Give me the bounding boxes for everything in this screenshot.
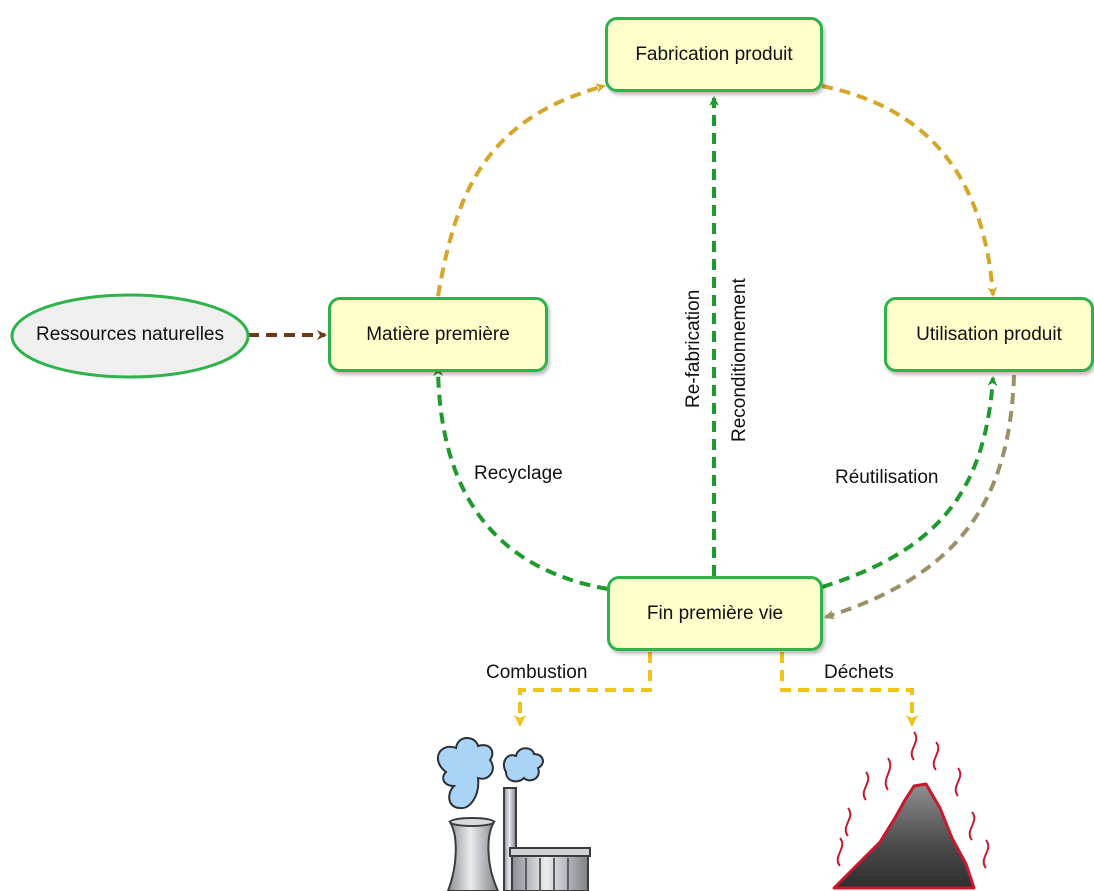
flow-utilisation-to-fin-vie bbox=[824, 374, 1016, 620]
node-fabrication-produit: Fabrication produit bbox=[605, 17, 823, 92]
flow-matiere-to-fabrication bbox=[436, 83, 606, 297]
label-reutilisation: Réutilisation bbox=[835, 467, 939, 488]
flow-dechets bbox=[780, 652, 918, 727]
flow-fabrication-to-utilisation bbox=[821, 84, 998, 297]
label-combustion: Combustion bbox=[486, 662, 588, 683]
label-dechets: Déchets bbox=[824, 662, 894, 683]
node-fin-premiere-vie: Fin première vie bbox=[607, 576, 823, 651]
flow-combustion bbox=[514, 652, 652, 727]
node-matiere-premiere: Matière première bbox=[328, 297, 548, 372]
flow-reutilisation bbox=[821, 376, 998, 589]
label-recyclage: Recyclage bbox=[474, 463, 563, 484]
node-utilisation-produit: Utilisation produit bbox=[884, 297, 1094, 372]
ressources-naturelles-ellipse bbox=[10, 293, 250, 379]
node-fin-vie-label: Fin première vie bbox=[646, 602, 784, 624]
node-fabrication-label: Fabrication produit bbox=[635, 43, 793, 65]
node-utilisation-label: Utilisation produit bbox=[916, 323, 1062, 345]
waste-pile-icon bbox=[832, 731, 990, 890]
label-reconditionnement: Reconditionnement bbox=[729, 278, 750, 442]
flow-recyclage bbox=[433, 366, 609, 591]
node-matiere-label: Matière première bbox=[366, 323, 510, 345]
node-ressources-naturelles: Ressources naturelles bbox=[36, 324, 224, 345]
label-refabrication: Re-fabrication bbox=[683, 289, 704, 408]
power-plant-icon bbox=[436, 737, 591, 891]
